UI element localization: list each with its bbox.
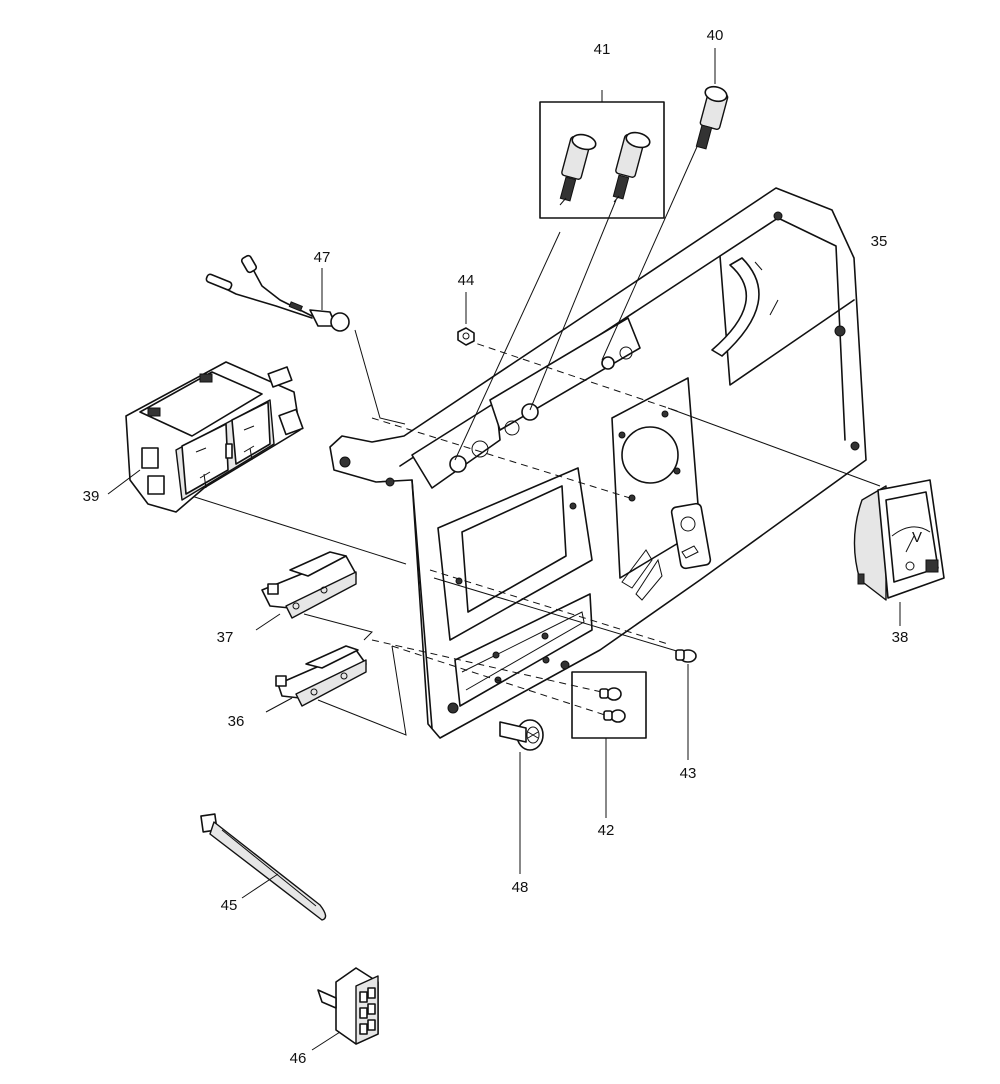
callout-39: 39 — [83, 488, 100, 505]
control-panel-35 — [329, 187, 867, 739]
callout-35: 35 — [871, 233, 888, 250]
part-41-output-terminals — [539, 90, 665, 219]
part-38-voltmeter — [853, 479, 945, 626]
callout-47: 47 — [314, 249, 331, 266]
callout-48: 48 — [512, 879, 529, 896]
part-48-bolt — [499, 719, 544, 874]
part-37-circuit-breaker — [255, 551, 357, 631]
part-36-circuit-breaker — [265, 645, 367, 713]
assembly-lines — [159, 139, 881, 736]
callout-37: 37 — [217, 629, 234, 646]
part-40-ground-terminal — [695, 48, 729, 150]
part-46-connector — [311, 967, 379, 1051]
part-47-pilot-lamp — [205, 254, 350, 332]
callout-46: 46 — [290, 1050, 307, 1067]
callout-43: 43 — [680, 765, 697, 782]
callout-36: 36 — [228, 713, 245, 730]
callout-38: 38 — [892, 629, 909, 646]
callout-41: 41 — [594, 41, 611, 58]
callout-40: 40 — [707, 27, 724, 44]
callout-42: 42 — [598, 822, 615, 839]
part-39-duplex-receptacle — [107, 361, 304, 513]
meter-face-mark: V — [912, 529, 922, 546]
callout-44: 44 — [458, 272, 475, 289]
part-43-screw — [675, 649, 697, 760]
part-45-cable-tie — [200, 813, 327, 921]
part-44-nut — [457, 292, 475, 346]
callout-45: 45 — [221, 897, 238, 914]
part-42-screws — [571, 671, 647, 818]
